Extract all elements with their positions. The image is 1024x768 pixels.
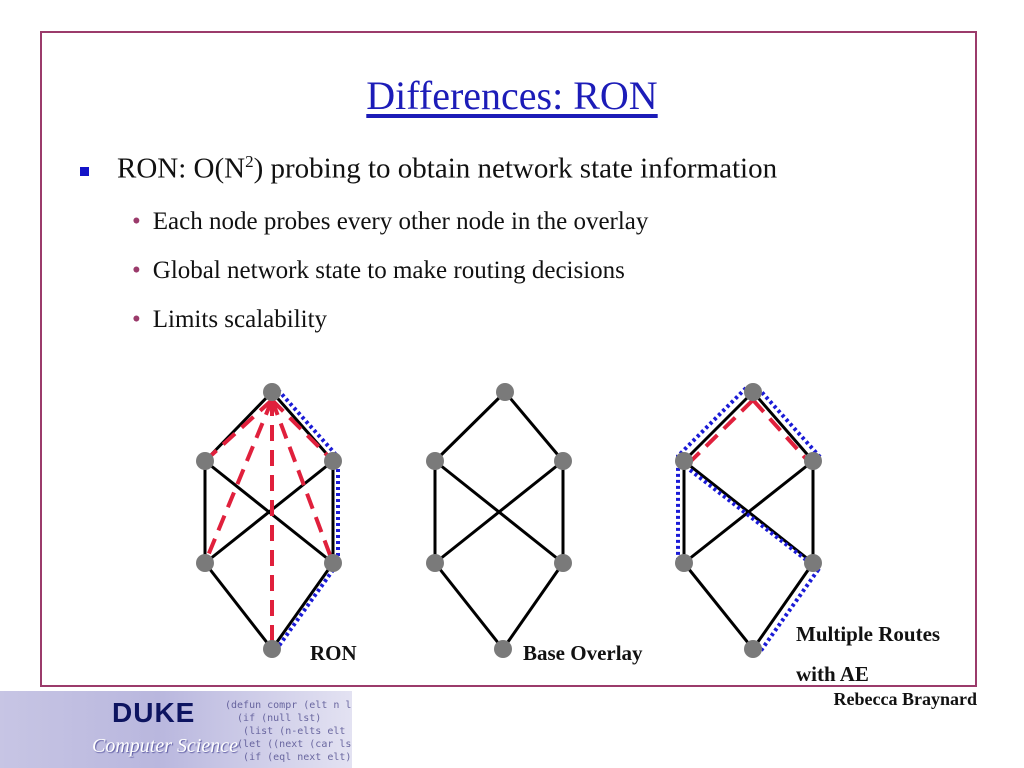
node	[744, 383, 762, 401]
base-overlay-label: Base Overlay	[523, 641, 643, 665]
node	[675, 452, 693, 470]
node	[263, 383, 281, 401]
slide-frame	[40, 31, 977, 687]
bullet-dot-icon: •	[132, 257, 141, 284]
sub-bullet-text: Limits scalability	[152, 306, 328, 333]
author-name: Rebecca Braynard	[833, 689, 977, 709]
base-overlay-graph	[426, 383, 572, 658]
ae-edges	[682, 390, 815, 650]
bullet-square-icon	[80, 167, 89, 176]
logo-code-background: (defun compr (elt n lst) (if (null lst) …	[225, 699, 352, 764]
node	[804, 554, 822, 572]
sub-bullet-text: Global network state to make routing dec…	[152, 257, 625, 284]
ron-route-path	[274, 388, 340, 652]
node	[324, 554, 342, 572]
base-nodes	[426, 383, 572, 658]
node	[494, 640, 512, 658]
main-bullet-suffix: ) probing to obtain network state inform…	[253, 152, 778, 185]
ron-edges	[203, 390, 335, 650]
node	[324, 452, 342, 470]
bullet-dot-icon: •	[132, 208, 141, 235]
base-edges	[433, 390, 565, 650]
node	[426, 452, 444, 470]
sub-bullet-text: Each node probes every other node in the…	[152, 208, 649, 235]
node	[263, 640, 281, 658]
sub-bullet-3: • Limits scalability	[132, 306, 327, 334]
logo-subtitle-text: Computer Science	[92, 735, 239, 757]
multiple-routes-graph	[675, 383, 822, 658]
sub-bullet-2: • Global network state to make routing de…	[132, 257, 625, 285]
node	[804, 452, 822, 470]
logo-code-line: (defun compr (elt n lst)	[225, 700, 352, 711]
slide-title: Differences: RON	[366, 73, 658, 118]
node	[554, 554, 572, 572]
duke-cs-logo: (defun compr (elt n lst) (if (null lst) …	[0, 691, 352, 768]
node	[675, 554, 693, 572]
node	[744, 640, 762, 658]
logo-duke-text: DUKE	[112, 697, 196, 728]
bullet-dot-icon: •	[132, 306, 141, 333]
multiple-routes-label-line1: Multiple Routes	[796, 622, 941, 646]
multiple-routes-label-line2: with AE	[796, 662, 869, 686]
node	[196, 554, 214, 572]
main-bullet-sup: 2	[245, 152, 254, 171]
sub-bullet-1: • Each node probes every other node in th…	[132, 208, 648, 236]
main-bullet: RON: O(N2) probing to obtain network sta…	[117, 152, 777, 186]
node	[196, 452, 214, 470]
ae-nodes	[675, 383, 822, 658]
logo-code-line: (if (null lst)	[225, 713, 322, 724]
multiple-routes-label: Multiple Routes with AE	[796, 614, 940, 694]
ae-route-paths	[676, 386, 822, 654]
ron-graph	[196, 383, 342, 658]
logo-code-line: (let ((next (car lst)))	[237, 739, 352, 750]
node	[554, 452, 572, 470]
logo-code-line: (if (eql next elt)	[225, 752, 352, 763]
ron-nodes	[196, 383, 342, 658]
node	[426, 554, 444, 572]
main-bullet-prefix: RON: O(N	[117, 152, 246, 185]
ae-probe-paths	[689, 398, 810, 463]
logo-code-line: (list (n-elts elt n))	[243, 726, 352, 737]
node	[496, 383, 514, 401]
ron-probe-paths	[203, 398, 335, 649]
ron-label: RON	[310, 641, 357, 665]
